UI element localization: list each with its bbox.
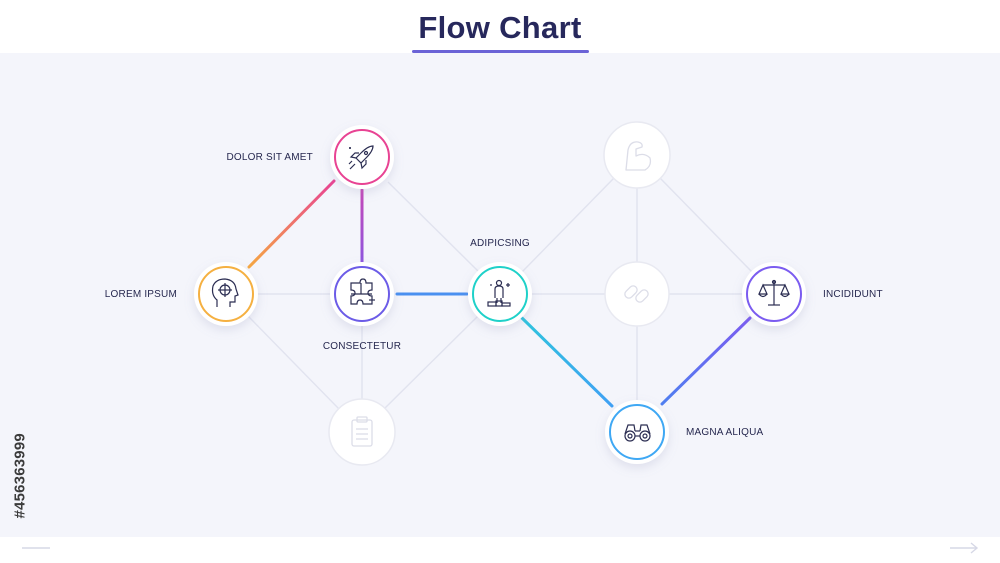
label-incididunt: INCIDIDUNT bbox=[823, 289, 883, 300]
label-lorem-ipsum: LOREM IPSUM bbox=[105, 289, 177, 300]
scales-icon bbox=[758, 279, 790, 306]
person-podium-icon bbox=[487, 279, 511, 307]
chain-link-icon bbox=[624, 285, 649, 303]
stock-id-text: #456363999 bbox=[11, 433, 29, 519]
label-dolor-sit-amet: DOLOR SIT AMET bbox=[226, 152, 313, 163]
puzzle-icon bbox=[350, 278, 375, 305]
title-underline bbox=[412, 50, 589, 53]
node-dolor-sit-amet[interactable] bbox=[330, 125, 394, 189]
clipboard-icon bbox=[351, 416, 373, 447]
connection-lorem-dolor bbox=[247, 179, 336, 269]
node-consectetur[interactable] bbox=[330, 262, 394, 326]
head-target-icon bbox=[211, 278, 239, 307]
next-arrow-icon[interactable] bbox=[948, 541, 980, 555]
node-lorem-ipsum[interactable] bbox=[194, 262, 258, 326]
node-adipiscing[interactable] bbox=[468, 262, 532, 326]
muscle-arm-icon bbox=[625, 141, 652, 171]
stock-id-watermark: #456363999 bbox=[6, 322, 29, 522]
label-adipiscing: ADIPICSING bbox=[470, 238, 530, 249]
node-faded-mid bbox=[604, 261, 670, 327]
node-magna-aliqua[interactable] bbox=[605, 400, 669, 464]
rocket-icon bbox=[348, 145, 374, 170]
node-faded-bottom bbox=[328, 398, 396, 466]
connection-magna-incididunt bbox=[660, 316, 752, 406]
node-incididunt[interactable] bbox=[742, 262, 806, 326]
prev-arrow-icon[interactable] bbox=[20, 541, 52, 555]
label-magna-aliqua: MAGNA ALIQUA bbox=[686, 427, 764, 438]
connection-adipiscing-magna bbox=[520, 316, 614, 408]
binoculars-icon bbox=[624, 424, 651, 442]
label-consectetur: CONSECTETUR bbox=[323, 341, 401, 352]
page-title: Flow Chart bbox=[418, 10, 582, 45]
grid-lines bbox=[226, 177, 753, 411]
connections bbox=[247, 179, 752, 408]
node-faded-top bbox=[603, 121, 671, 189]
